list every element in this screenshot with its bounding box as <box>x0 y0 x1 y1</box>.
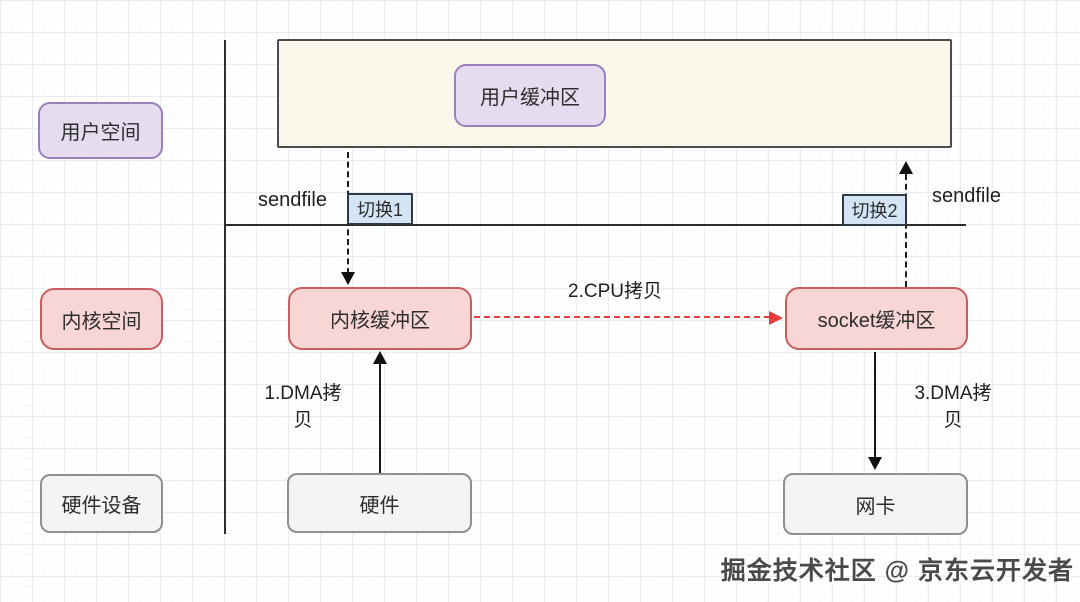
cpu-copy-dashed-line <box>474 316 770 318</box>
dma-copy-1-line <box>379 363 381 473</box>
socket-buffer-node: socket缓冲区 <box>785 287 968 350</box>
dma-copy-3-line <box>874 352 876 458</box>
sendfile-exit-label: sendfile <box>932 185 1001 207</box>
cpu-copy-arrowhead-icon <box>769 311 783 325</box>
sendfile-enter-arrowhead-icon <box>341 272 355 285</box>
context-switch-1-node: 切换1 <box>347 193 413 225</box>
nic-node: 网卡 <box>783 473 968 535</box>
user-kernel-boundary-line <box>224 224 966 226</box>
context-switch-2-node: 切换2 <box>842 194 907 226</box>
lane-label-user-space: 用户空间 <box>38 102 163 159</box>
lane-label-hardware-devices: 硬件设备 <box>40 474 163 533</box>
dma-copy-1-arrowhead-icon <box>373 351 387 364</box>
sendfile-exit-arrowhead-icon <box>899 161 913 174</box>
sendfile-enter-label: sendfile <box>258 189 327 211</box>
dma-copy-1-label: 1.DMA拷贝 <box>264 383 342 431</box>
space-boundary-vertical-line <box>224 40 226 534</box>
dma-copy-3-arrowhead-icon <box>868 457 882 470</box>
dma-copy-3-label: 3.DMA拷贝 <box>914 383 992 431</box>
cpu-copy-label: 2.CPU拷贝 <box>568 281 662 302</box>
user-space-container-box: 用户缓冲区 <box>277 39 952 148</box>
hardware-node: 硬件 <box>287 473 472 533</box>
watermark-text: 掘金技术社区 @ 京东云开发者 <box>720 557 1074 585</box>
sendfile-exit-dashed-line <box>905 174 907 287</box>
lane-label-kernel-space: 内核空间 <box>40 288 163 350</box>
user-buffer-node: 用户缓冲区 <box>454 64 606 127</box>
kernel-buffer-node: 内核缓冲区 <box>288 287 472 350</box>
